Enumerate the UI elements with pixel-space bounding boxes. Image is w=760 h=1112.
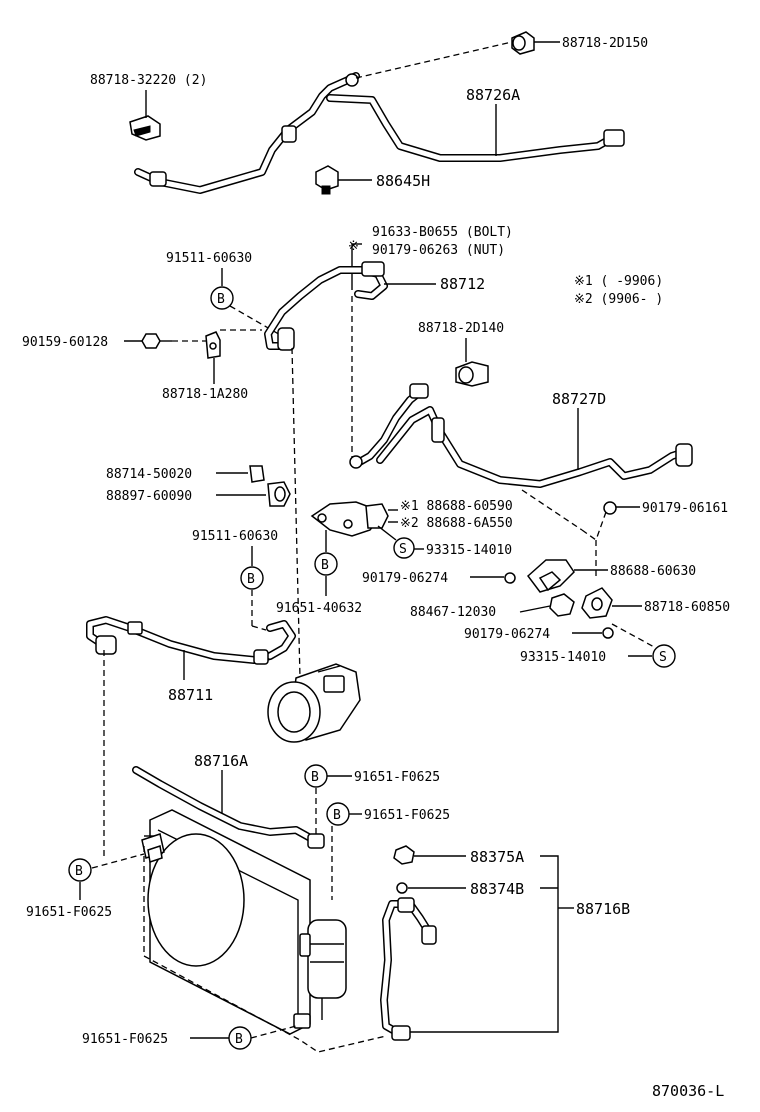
label-90179-06263: 90179-06263 (NUT) <box>372 243 505 258</box>
marker-b-6: B <box>75 864 83 879</box>
label-91651-f0625-a: 91651-F0625 <box>354 770 440 785</box>
marker-b-5: B <box>333 808 341 823</box>
note-2: ※2 (9906- ) <box>574 292 663 307</box>
label-93315-14010-b: 93315-14010 <box>520 650 606 665</box>
label-90179-06274-a: 90179-06274 <box>362 571 448 586</box>
label-88374b: 88374B <box>470 880 524 898</box>
label-88467-12030: 88467-12030 <box>410 605 496 620</box>
bolt-90179-06161 <box>603 501 617 515</box>
clamp-88718-2d150 <box>511 31 535 55</box>
clamp-88718-2d140 <box>455 361 489 387</box>
block-88688-60590 <box>310 501 389 537</box>
label-91633-b0655: 91633-B0655 (BOLT) <box>372 225 513 240</box>
label-90159-60128: 90159-60128 <box>22 335 108 350</box>
label-88688-6a550: ※2 88688-6A550 <box>400 516 513 531</box>
label-90179-06274-b: 90179-06274 <box>464 627 550 642</box>
marker-b-1: B <box>217 292 225 307</box>
receiver-drier <box>293 919 347 1029</box>
condenser <box>141 809 311 1035</box>
label-88716a: 88716A <box>194 752 248 770</box>
label-91651-f0625-d: 91651-F0625 <box>82 1032 168 1047</box>
label-88726a: 88726A <box>466 86 520 104</box>
pipe-88712 <box>264 261 388 351</box>
label-90179-06161: 90179-06161 <box>642 501 728 516</box>
cap-88897-60090 <box>267 481 291 507</box>
label-91651-f0625-c: 91651-F0625 <box>26 905 112 920</box>
label-88714-50020: 88714-50020 <box>106 467 192 482</box>
clamp-88718-60850 <box>581 587 613 619</box>
clip-88718-32220 <box>129 115 161 141</box>
label-88718-2d150: 88718-2D150 <box>562 36 648 51</box>
label-88375a: 88375A <box>470 848 524 866</box>
label-88718-60850: 88718-60850 <box>644 600 730 615</box>
nut-88374b <box>396 882 408 894</box>
note-1: ※1 ( -9906) <box>574 274 663 289</box>
label-88712: 88712 <box>440 275 485 293</box>
hose-88711 <box>86 616 296 665</box>
label-88727d: 88727D <box>552 390 606 408</box>
label-88718-2d140: 88718-2D140 <box>418 321 504 336</box>
label-88688-60630: 88688-60630 <box>610 564 696 579</box>
label-88718-32220: 88718-32220 (2) <box>90 73 207 88</box>
switch-88467-12030 <box>549 593 575 617</box>
label-91651-40632: 91651-40632 <box>276 601 362 616</box>
bracket-88718-1a280 <box>205 331 221 359</box>
marker-s-2: S <box>659 650 667 665</box>
bolt-90179-06274-b <box>602 627 614 639</box>
label-88716b: 88716B <box>576 900 630 918</box>
marker-b-7: B <box>235 1032 243 1047</box>
label-88718-1a280: 88718-1A280 <box>162 387 248 402</box>
marker-b-3: B <box>321 558 329 573</box>
marker-s-1: S <box>399 542 407 557</box>
label-91511-60630-a: 91511-60630 <box>166 251 252 266</box>
label-88711: 88711 <box>168 686 213 704</box>
bracket-88688-60630 <box>526 559 575 593</box>
nut-88375a <box>393 845 415 865</box>
pipe-88726a <box>134 72 625 194</box>
plug-88714-50020 <box>249 465 265 483</box>
diagram-id: 870036-L <box>652 1082 724 1100</box>
label-91651-f0625-b: 91651-F0625 <box>364 808 450 823</box>
label-91511-60630-b: 91511-60630 <box>192 529 278 544</box>
label-88688-60590: ※1 88688-60590 <box>400 499 513 514</box>
pipe-88727d <box>349 383 693 488</box>
pipe-88716b <box>380 897 437 1041</box>
label-88897-60090: 88897-60090 <box>106 489 192 504</box>
compressor <box>267 663 361 743</box>
bolt-90159-60128 <box>141 333 172 349</box>
marker-b-2: B <box>247 572 255 587</box>
bolt-90179-06274-a <box>504 572 516 584</box>
switch-88645h <box>315 165 339 195</box>
label-88645h: 88645H <box>376 172 430 190</box>
marker-b-4: B <box>311 770 319 785</box>
pipe-88716a <box>132 766 325 849</box>
star-marker: ※ <box>348 239 359 254</box>
label-93315-14010-a: 93315-14010 <box>426 543 512 558</box>
